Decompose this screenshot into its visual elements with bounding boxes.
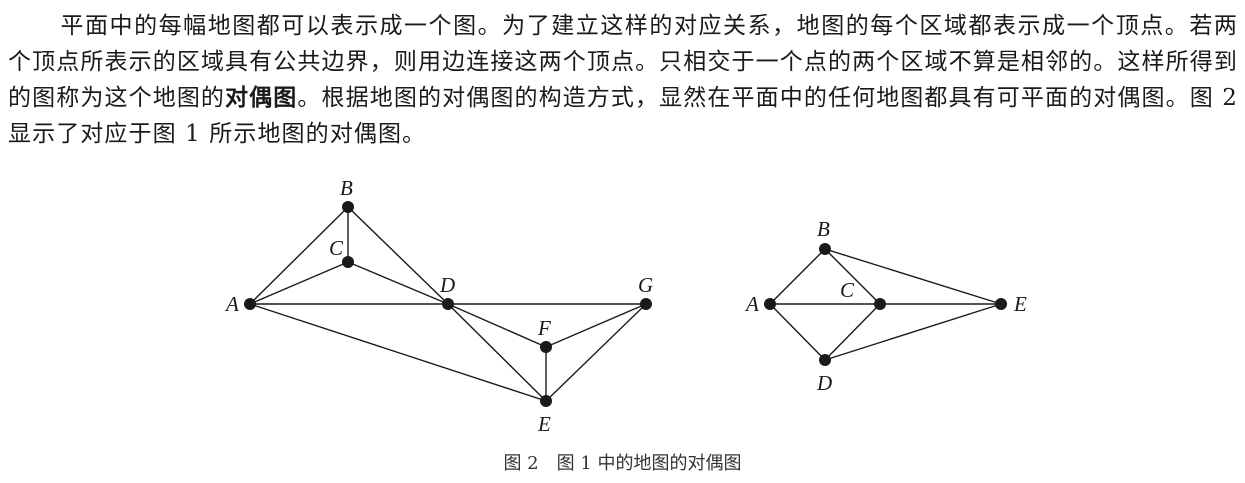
- vertex-label-D: D: [439, 273, 455, 297]
- edge-C-D: [824, 303, 881, 361]
- vertex-label-B: B: [340, 176, 353, 200]
- edge-B-D: [347, 206, 449, 305]
- vertex-D: [819, 354, 831, 366]
- edge-A-D: [769, 303, 826, 361]
- vertex-label-A: A: [224, 292, 239, 316]
- vertex-label-E: E: [537, 412, 551, 436]
- vertex-label-C: C: [840, 278, 855, 302]
- edge-D-F: [447, 303, 547, 348]
- paragraph-text-2: 。根据地图的对偶图的构造方式，显然在平面中的任何地图都具有可平面的对偶图。图 2…: [8, 85, 1238, 147]
- vertex-C: [874, 298, 886, 310]
- vertex-label-G: G: [638, 273, 653, 297]
- edge-A-C: [249, 261, 349, 305]
- edge-D-E: [824, 303, 1002, 361]
- edge-B-E: [824, 248, 1002, 305]
- right-dual-graph: A B C D E: [744, 217, 1027, 395]
- vertex-B: [342, 201, 354, 213]
- edge-E-G: [545, 303, 647, 402]
- vertex-label-A: A: [744, 292, 759, 316]
- paragraph-text-1: 平面中的每幅地图都可以表示成一个图。为了建立这样的对应关系，地图的每个区域都表示…: [8, 13, 1238, 111]
- edge-D-E: [447, 303, 547, 402]
- edge-A-B: [249, 206, 349, 305]
- vertex-D: [442, 298, 454, 310]
- vertex-label-C: C: [329, 236, 344, 260]
- term-dual-graph: 对偶图: [225, 85, 298, 111]
- vertex-E: [540, 395, 552, 407]
- vertex-F: [540, 341, 552, 353]
- figure-caption: 图 2 图 1 中的地图的对偶图: [503, 453, 742, 474]
- body-paragraph: 平面中的每幅地图都可以表示成一个图。为了建立这样的对应关系，地图的每个区域都表示…: [8, 8, 1238, 152]
- vertex-label-B: B: [817, 217, 830, 241]
- vertex-label-F: F: [537, 316, 551, 340]
- edge-B-C: [824, 248, 881, 305]
- edge-A-E: [249, 303, 547, 402]
- edge-A-B: [769, 248, 826, 305]
- vertex-G: [640, 298, 652, 310]
- vertex-C: [342, 256, 354, 268]
- vertex-label-E: E: [1013, 292, 1027, 316]
- edge-C-D: [347, 261, 449, 305]
- vertex-E: [995, 298, 1007, 310]
- left-dual-graph: A B C D E F G: [224, 176, 653, 436]
- edge-F-G: [545, 303, 647, 348]
- vertex-label-D: D: [816, 371, 832, 395]
- vertex-B: [819, 243, 831, 255]
- vertex-A: [244, 298, 256, 310]
- vertex-A: [764, 298, 776, 310]
